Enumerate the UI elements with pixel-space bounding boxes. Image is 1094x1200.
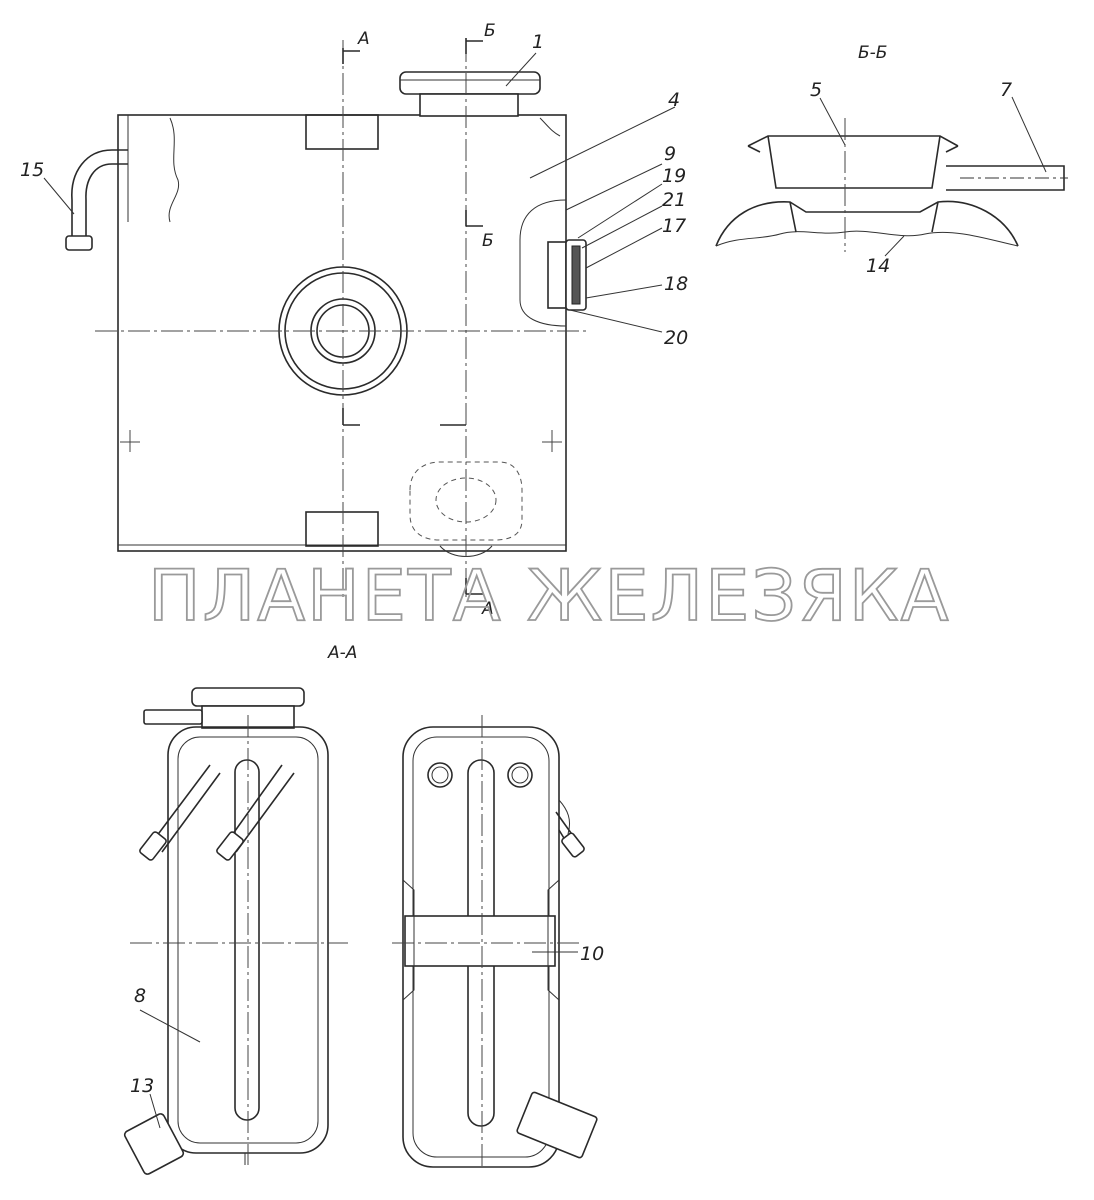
cut-a-bottom: А [481,599,494,619]
callout-14: 14 [866,255,890,277]
callout-18: 18 [664,273,688,295]
section-aa: А-А 8 13 [123,643,357,1175]
callout-1: 1 [532,31,544,53]
callout-13: 13 [130,1075,154,1097]
callout-8: 8 [134,985,146,1007]
bracket-top [305,114,379,150]
section-bb: Б-Б 5 7 14 [715,43,1068,277]
pipe-15 [65,149,128,251]
callout-21: 21 [662,189,686,211]
section-bb-title: Б-Б [858,43,887,63]
callout-15: 15 [20,159,44,181]
callout-19: 19 [662,165,686,187]
section-aa-title: А-А [327,643,357,663]
strap-10 [404,915,556,967]
callout-5: 5 [810,79,822,101]
cut-b-mid: Б [482,231,494,251]
drain-13 [123,1113,185,1175]
callout-7: 7 [1000,79,1012,101]
side-fitting [519,199,587,327]
callout-10: 10 [580,943,604,965]
cut-b-top: Б [484,21,496,41]
callout-20: 20 [664,327,688,349]
leaders-front [43,52,676,333]
cut-markers [342,38,483,595]
watermark: ПЛАНЕТА ЖЕЛЕЗЯКА [148,555,951,637]
callout-4: 4 [668,89,680,111]
side-view-right: 10 [392,715,604,1170]
callout-17: 17 [662,215,686,237]
front-view: А Б Б А 1 4 9 19 21 17 18 20 15 [20,21,688,619]
tank-rear-body [402,726,560,1168]
filler-cap [399,71,541,117]
callout-9: 9 [664,143,676,165]
cut-a-top: А [357,29,370,49]
bracket-bottom [305,511,379,547]
tank-body [117,114,567,552]
